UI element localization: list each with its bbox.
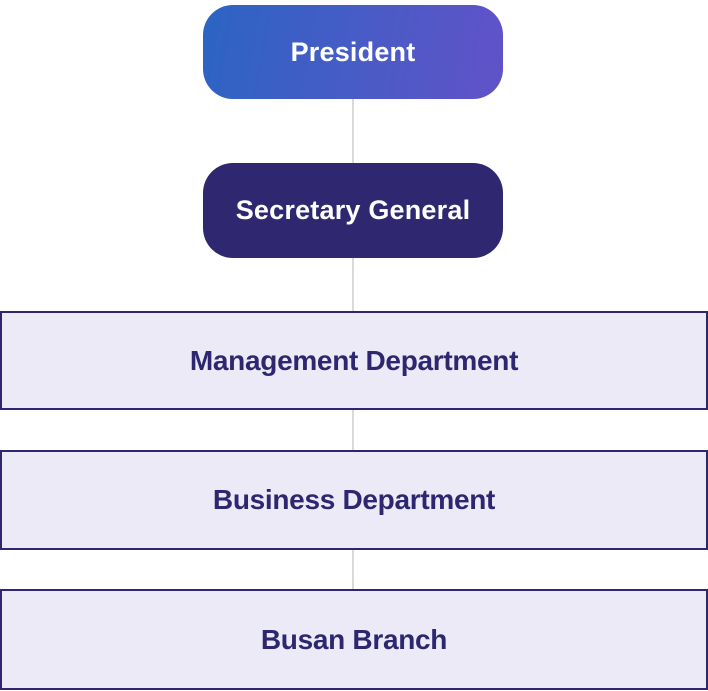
org-node-president-label: President <box>290 36 416 67</box>
org-node-business-department-label: Business Department <box>212 484 496 515</box>
connector-line <box>352 258 354 311</box>
org-node-business-department: Business Department <box>0 450 708 550</box>
org-node-secretary-general: Secretary General <box>203 163 503 258</box>
connector-line <box>352 410 354 450</box>
connector-line <box>352 550 354 589</box>
org-node-secretary-general-label: Secretary General <box>235 195 471 225</box>
org-node-management-department-label: Management Department <box>189 344 519 376</box>
org-node-busan-branch: Busan Branch <box>0 589 708 690</box>
org-node-busan-branch-label: Busan Branch <box>260 623 448 655</box>
connector-line <box>352 99 354 163</box>
org-node-president: President <box>203 5 503 99</box>
org-node-management-department: Management Department <box>0 311 708 410</box>
